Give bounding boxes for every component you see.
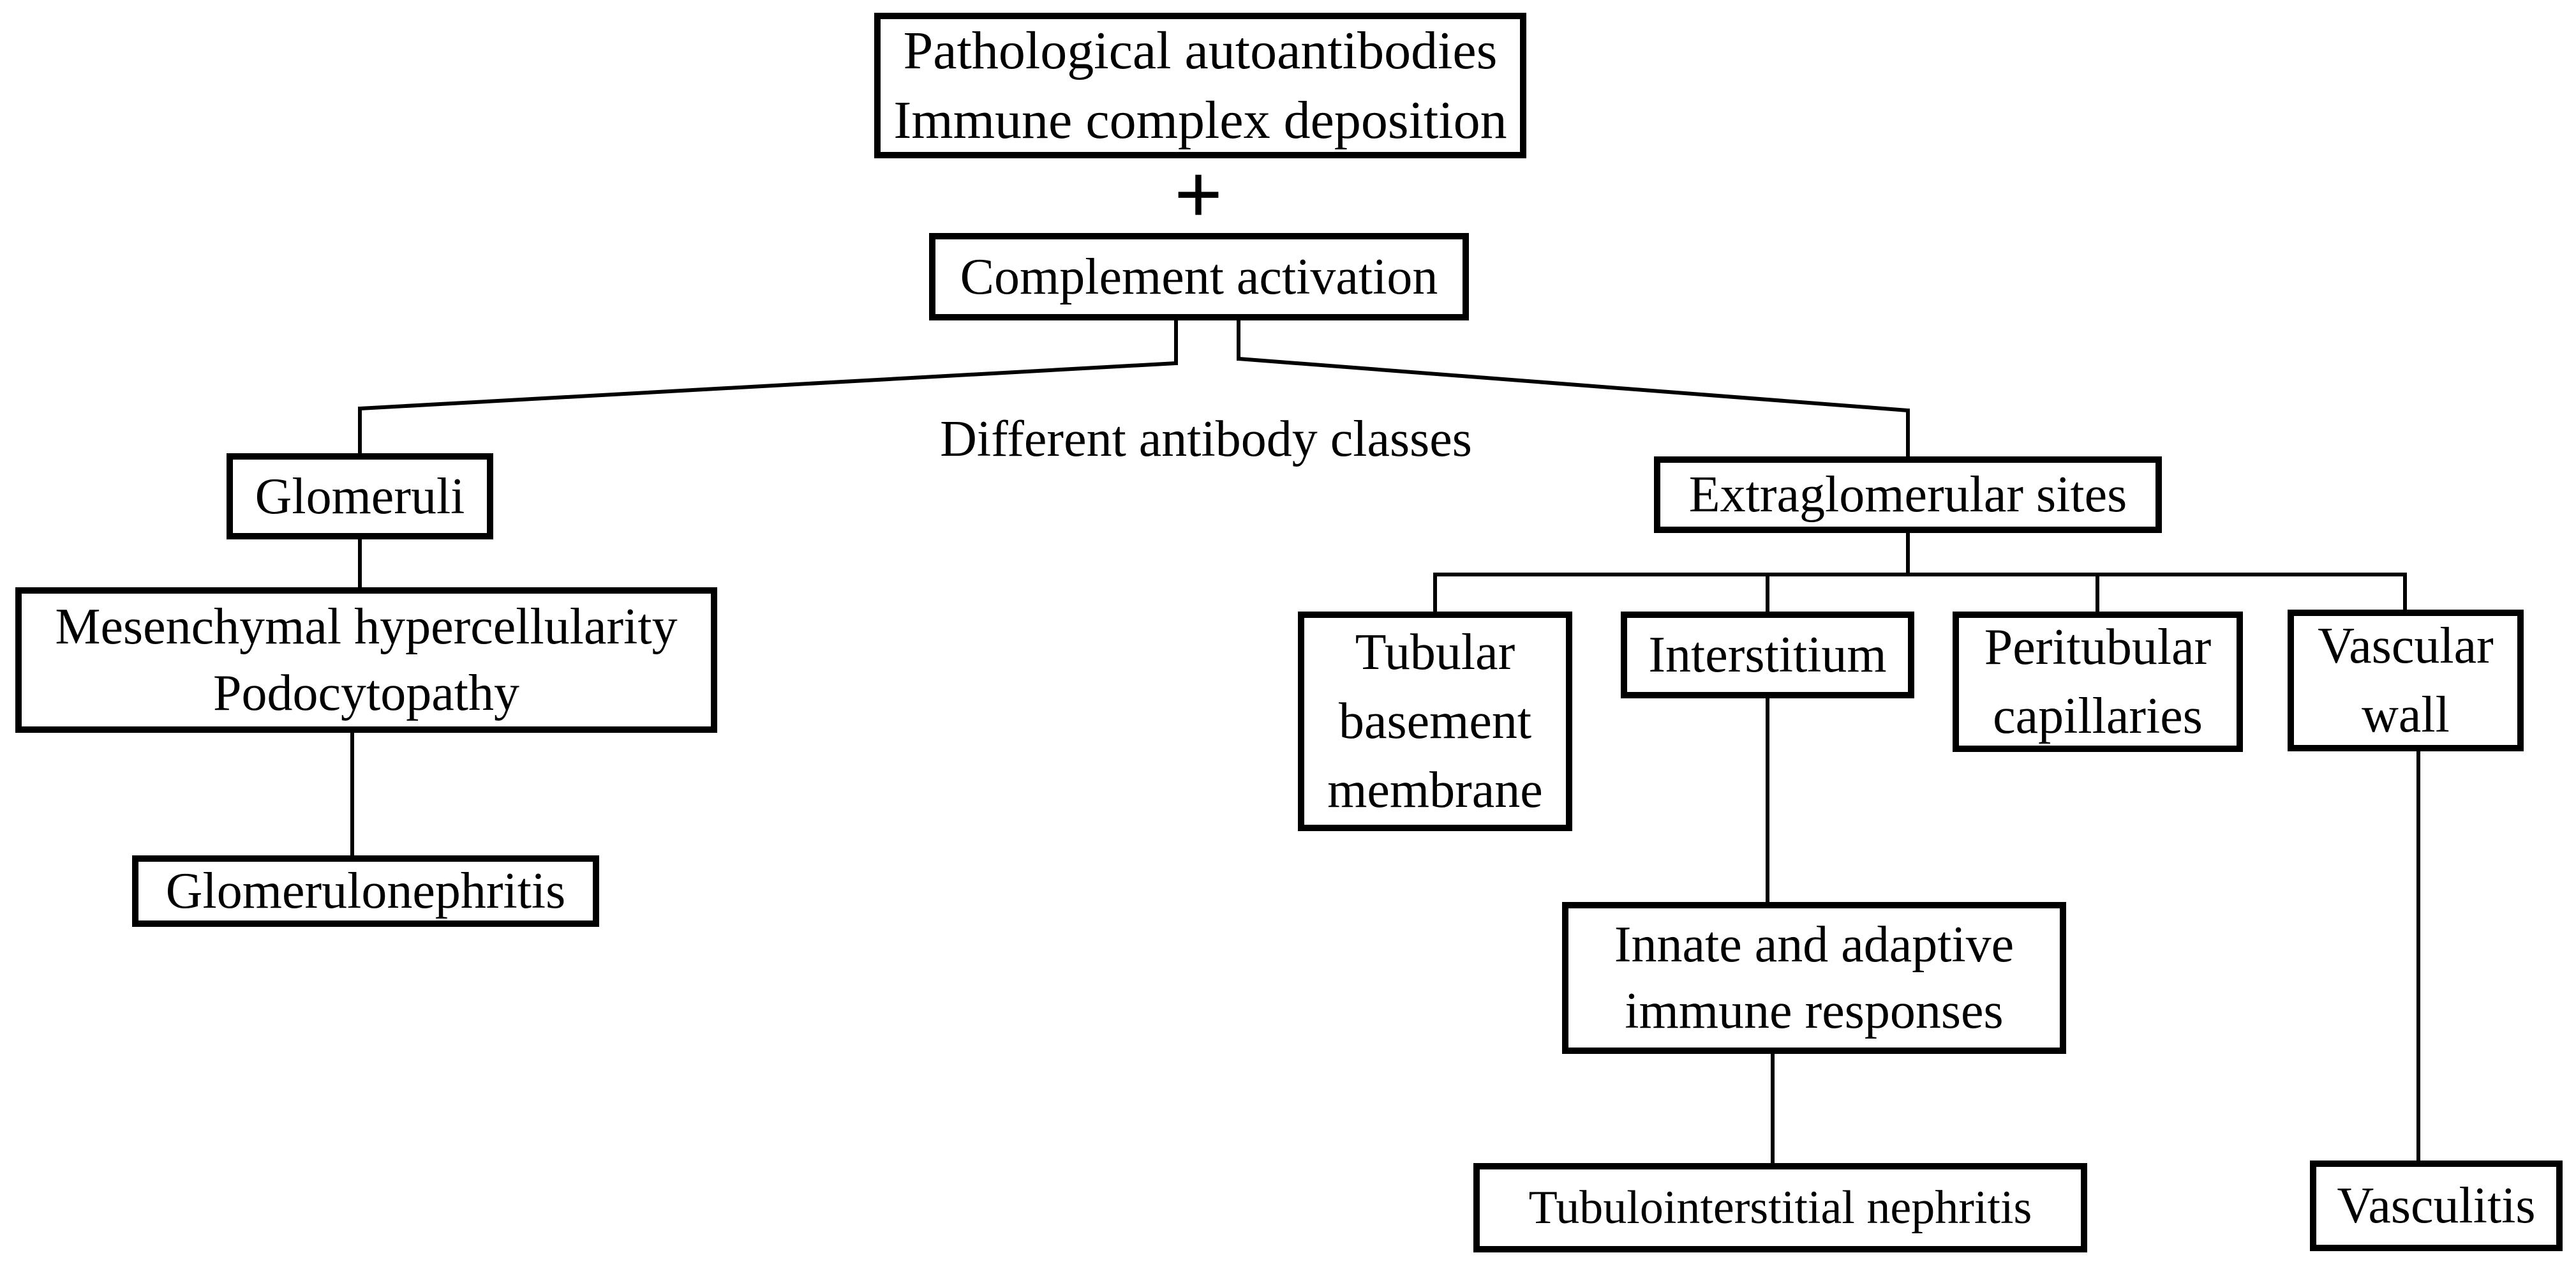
node-interstitium: Interstitium: [1621, 612, 1914, 698]
plus-sign: +: [1173, 147, 1223, 243]
connector-diagonal-to-glomeruli: [359, 361, 1177, 410]
node-tubulointerstitial-nephritis: Tubulointerstitial nephritis: [1473, 1163, 2087, 1252]
node-glomerulonephritis: Glomerulonephritis: [132, 855, 599, 927]
connector-diagonal-to-extraglomerular: [1238, 357, 1909, 412]
different-antibody-classes-label: Different antibody classes: [940, 410, 1472, 467]
node-tubular-basement-membrane: Tubular basement membrane: [1298, 612, 1572, 831]
node-pathological-autoantibodies: Pathological autoantibodies Immune compl…: [874, 13, 1526, 158]
node-complement-activation: Complement activation: [929, 233, 1469, 320]
node-glomeruli: Glomeruli: [227, 453, 493, 539]
node-innate-adaptive-immune-responses: Innate and adaptive immune responses: [1562, 902, 2066, 1054]
node-peritubular-capillaries: Peritubular capillaries: [1953, 612, 2243, 752]
node-mesenchymal-hypercellularity: Mesenchymal hypercellularity Podocytopat…: [15, 587, 717, 733]
node-vasculitis: Vasculitis: [2310, 1161, 2563, 1251]
node-extraglomerular-sites: Extraglomerular sites: [1654, 456, 2162, 533]
node-vascular-wall: Vascular wall: [2288, 610, 2524, 751]
